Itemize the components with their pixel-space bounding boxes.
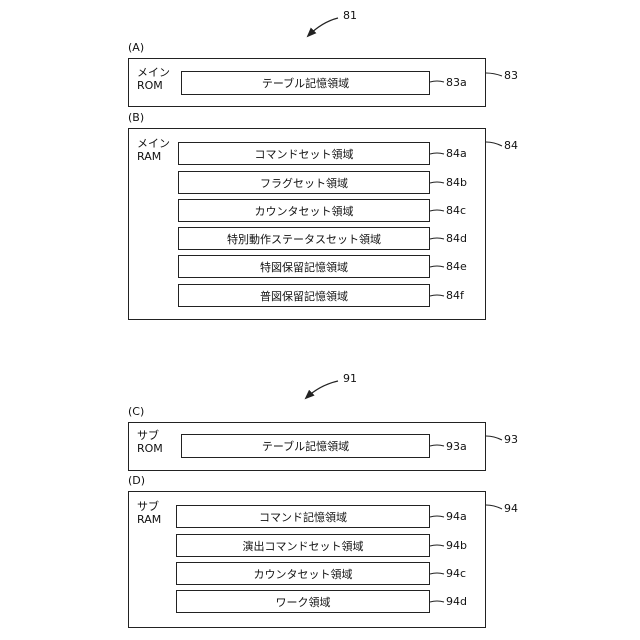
panel-title-main-rom: メイン ROM bbox=[137, 66, 170, 92]
field-84a: コマンドセット領域 bbox=[178, 142, 430, 165]
field-84d: 特別動作ステータスセット領域 bbox=[178, 227, 430, 250]
field-label: 演出コマンドセット領域 bbox=[243, 538, 364, 554]
field-label: テーブル記憶領域 bbox=[262, 75, 349, 91]
leader-94 bbox=[486, 505, 502, 509]
field-ref-84c: 84c bbox=[446, 205, 466, 217]
field-84e: 特図保留記憶領域 bbox=[178, 255, 430, 278]
leader-83 bbox=[486, 73, 502, 76]
field-84c: カウンタセット領域 bbox=[178, 199, 430, 222]
field-84b: フラグセット領域 bbox=[178, 171, 430, 194]
field-label: 特図保留記憶領域 bbox=[260, 259, 348, 275]
field-label: 特別動作ステータスセット領域 bbox=[227, 231, 381, 247]
field-label: 普図保留記憶領域 bbox=[260, 288, 348, 304]
figure-91-arrow bbox=[306, 381, 338, 398]
field-94d: ワーク領域 bbox=[176, 590, 430, 613]
field-label: テーブル記憶領域 bbox=[262, 438, 349, 454]
field-label: カウンタセット領域 bbox=[255, 203, 354, 219]
field-label: コマンド記憶領域 bbox=[259, 509, 347, 525]
panel-ref-83: 83 bbox=[504, 70, 518, 82]
panel-tag-c: (C) bbox=[128, 406, 144, 418]
panel-tag-a: (A) bbox=[128, 42, 144, 54]
field-93a: テーブル記憶領域 bbox=[181, 434, 430, 458]
field-label: フラグセット領域 bbox=[260, 175, 348, 191]
field-94c: カウンタセット領域 bbox=[176, 562, 430, 585]
field-ref-94b: 94b bbox=[446, 540, 467, 552]
field-ref-84b: 84b bbox=[446, 177, 467, 189]
field-ref-84f: 84f bbox=[446, 290, 464, 302]
field-ref-94a: 94a bbox=[446, 511, 467, 523]
field-label: カウンタセット領域 bbox=[254, 566, 353, 582]
field-94b: 演出コマンドセット領域 bbox=[176, 534, 430, 557]
leader-93 bbox=[486, 436, 502, 440]
field-ref-94d: 94d bbox=[446, 596, 467, 608]
panel-tag-b: (B) bbox=[128, 112, 144, 124]
field-ref-84a: 84a bbox=[446, 148, 467, 160]
field-ref-84d: 84d bbox=[446, 233, 467, 245]
panel-ref-94: 94 bbox=[504, 503, 518, 515]
field-ref-94c: 94c bbox=[446, 568, 466, 580]
field-84f: 普図保留記憶領域 bbox=[178, 284, 430, 307]
field-83a: テーブル記憶領域 bbox=[181, 71, 430, 95]
panel-tag-d: (D) bbox=[128, 475, 145, 487]
figure-ref-91: 91 bbox=[343, 373, 357, 385]
panel-ref-84: 84 bbox=[504, 140, 518, 152]
panel-title-main-ram: メイン RAM bbox=[137, 137, 170, 163]
field-ref-93a: 93a bbox=[446, 441, 467, 453]
leader-84 bbox=[486, 142, 502, 146]
field-label: コマンドセット領域 bbox=[255, 146, 354, 162]
field-ref-83a: 83a bbox=[446, 77, 467, 89]
figure-ref-81: 81 bbox=[343, 10, 357, 22]
field-label: ワーク領域 bbox=[276, 594, 331, 610]
panel-title-sub-ram: サブ RAM bbox=[137, 500, 161, 526]
figure-81-arrow bbox=[308, 18, 338, 36]
field-ref-84e: 84e bbox=[446, 261, 467, 273]
panel-ref-93: 93 bbox=[504, 434, 518, 446]
panel-title-sub-rom: サブ ROM bbox=[137, 429, 163, 455]
field-94a: コマンド記憶領域 bbox=[176, 505, 430, 528]
